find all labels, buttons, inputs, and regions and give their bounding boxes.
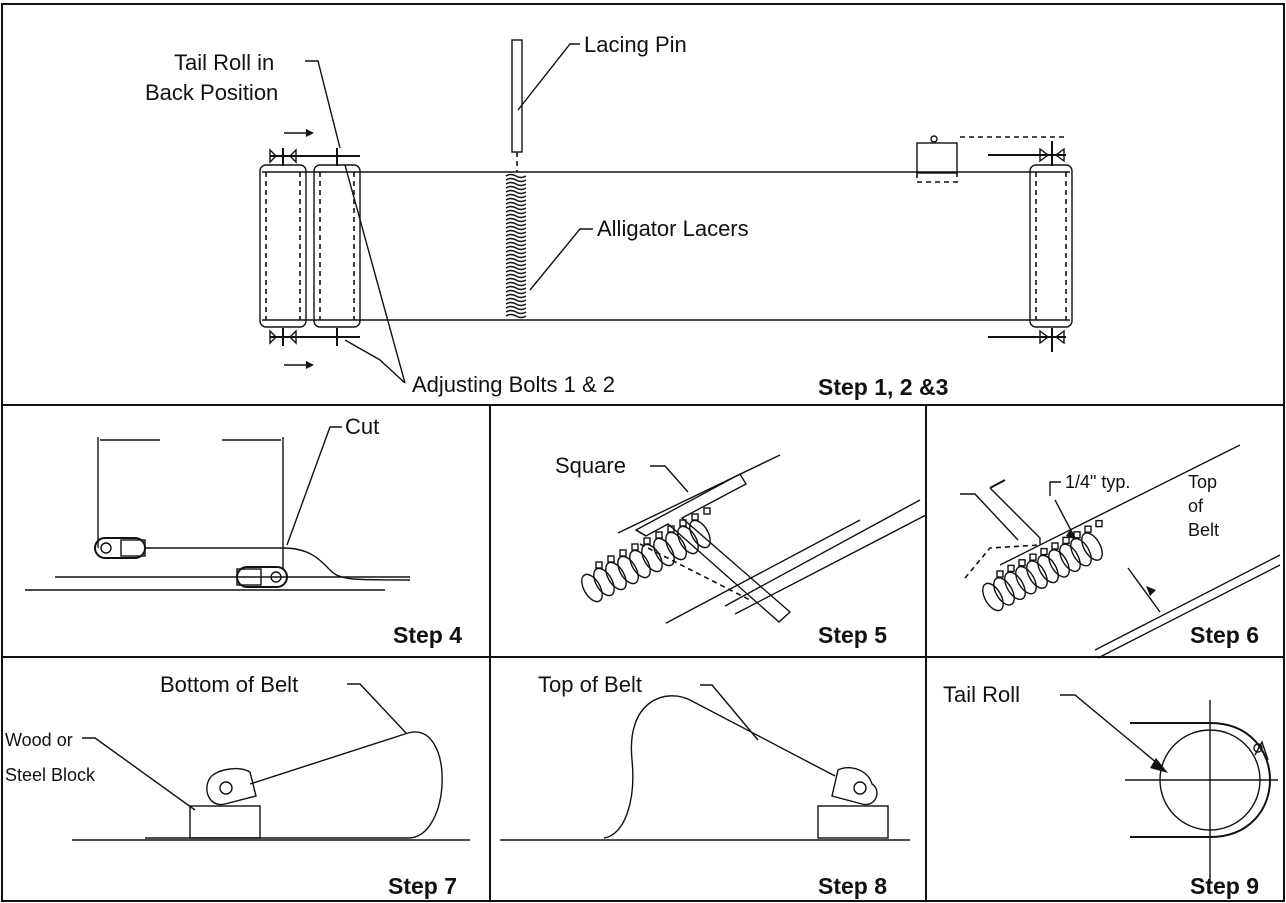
hatched-block [189,805,261,839]
bent-marker [960,479,1041,579]
leader-tail-roll [1060,694,1164,769]
step-label-1-2-3: Step 1, 2 &3 [818,374,948,400]
take-up-block [916,135,958,183]
panel-step-4: Cut Step 4 [25,414,462,648]
leader-lacing-pin [517,43,580,111]
leader-cut [286,426,342,546]
tail-roll [1125,700,1278,882]
measure-dimension [97,437,284,570]
panel-step-6: 1/4" typ. Top of Belt Step 6 [960,444,1281,659]
belt-loop [603,695,878,839]
label-alligator-lacers: Alligator Lacers [597,216,749,241]
alligator-lacers [505,173,527,319]
step-label-8: Step 8 [818,873,887,899]
lacing-pin [511,39,523,172]
label-lacing-pin: Lacing Pin [584,32,687,57]
label-bottom-of-belt: Bottom of Belt [160,672,298,697]
belt-with-lacers [25,537,411,591]
conveyor-belt [262,171,1070,321]
step-label-7: Step 7 [388,873,457,899]
panel-step-5: Square Step 5 [555,453,927,648]
direction-arrows [284,129,314,369]
step-label-4: Step 4 [393,622,462,648]
dimension-quarter-inch [1054,499,1161,613]
left-rollers [259,148,361,346]
label-square: Square [555,453,626,478]
label-top-line1: Top [1188,472,1217,492]
step-label-9: Step 9 [1190,873,1259,899]
panel-step-8: Top of Belt Step 8 [500,672,910,899]
panel-step-9: Tail Roll Step 9 [943,682,1278,899]
label-tail-roll-line1: Tail Roll in [174,50,274,75]
steel-square [634,473,792,623]
leader-bottom-of-belt [347,683,407,734]
label-top-of-belt: Top of Belt [538,672,642,697]
leader-tail-roll [305,60,341,149]
alligator-lacers [581,507,711,603]
leader-quarter-inch [1049,481,1061,496]
label-tail-roll: Tail Roll [943,682,1020,707]
label-top-line2: of [1188,496,1204,516]
label-block-line1: Wood or [5,730,73,750]
right-roller [960,136,1073,352]
leader-adjusting-bolts [344,164,406,384]
leader-block [82,737,196,811]
alligator-lacers [982,519,1103,612]
leader-square [650,465,689,493]
label-quarter-inch-typ: 1/4" typ. [1065,472,1130,492]
label-tail-roll-line2: Back Position [145,80,278,105]
belt-strip [617,454,927,624]
panel-step-7: Bottom of Belt Wood or Steel Block Step … [5,672,470,899]
step-label-5: Step 5 [818,622,887,648]
leader-alligator-lacers [529,228,593,291]
label-cut: Cut [345,414,379,439]
panel-frame [1,3,1285,902]
leader-top-of-belt [700,684,759,741]
label-adjusting-bolts: Adjusting Bolts 1 & 2 [412,372,615,397]
label-top-line3: Belt [1188,520,1219,540]
panel-step-1-3: Tail Roll in Back Position Lacing Pin Al… [145,32,1073,400]
label-block-line2: Steel Block [5,765,96,785]
hatched-block [817,805,889,839]
step-label-6: Step 6 [1190,622,1259,648]
belt-loop [145,731,443,839]
